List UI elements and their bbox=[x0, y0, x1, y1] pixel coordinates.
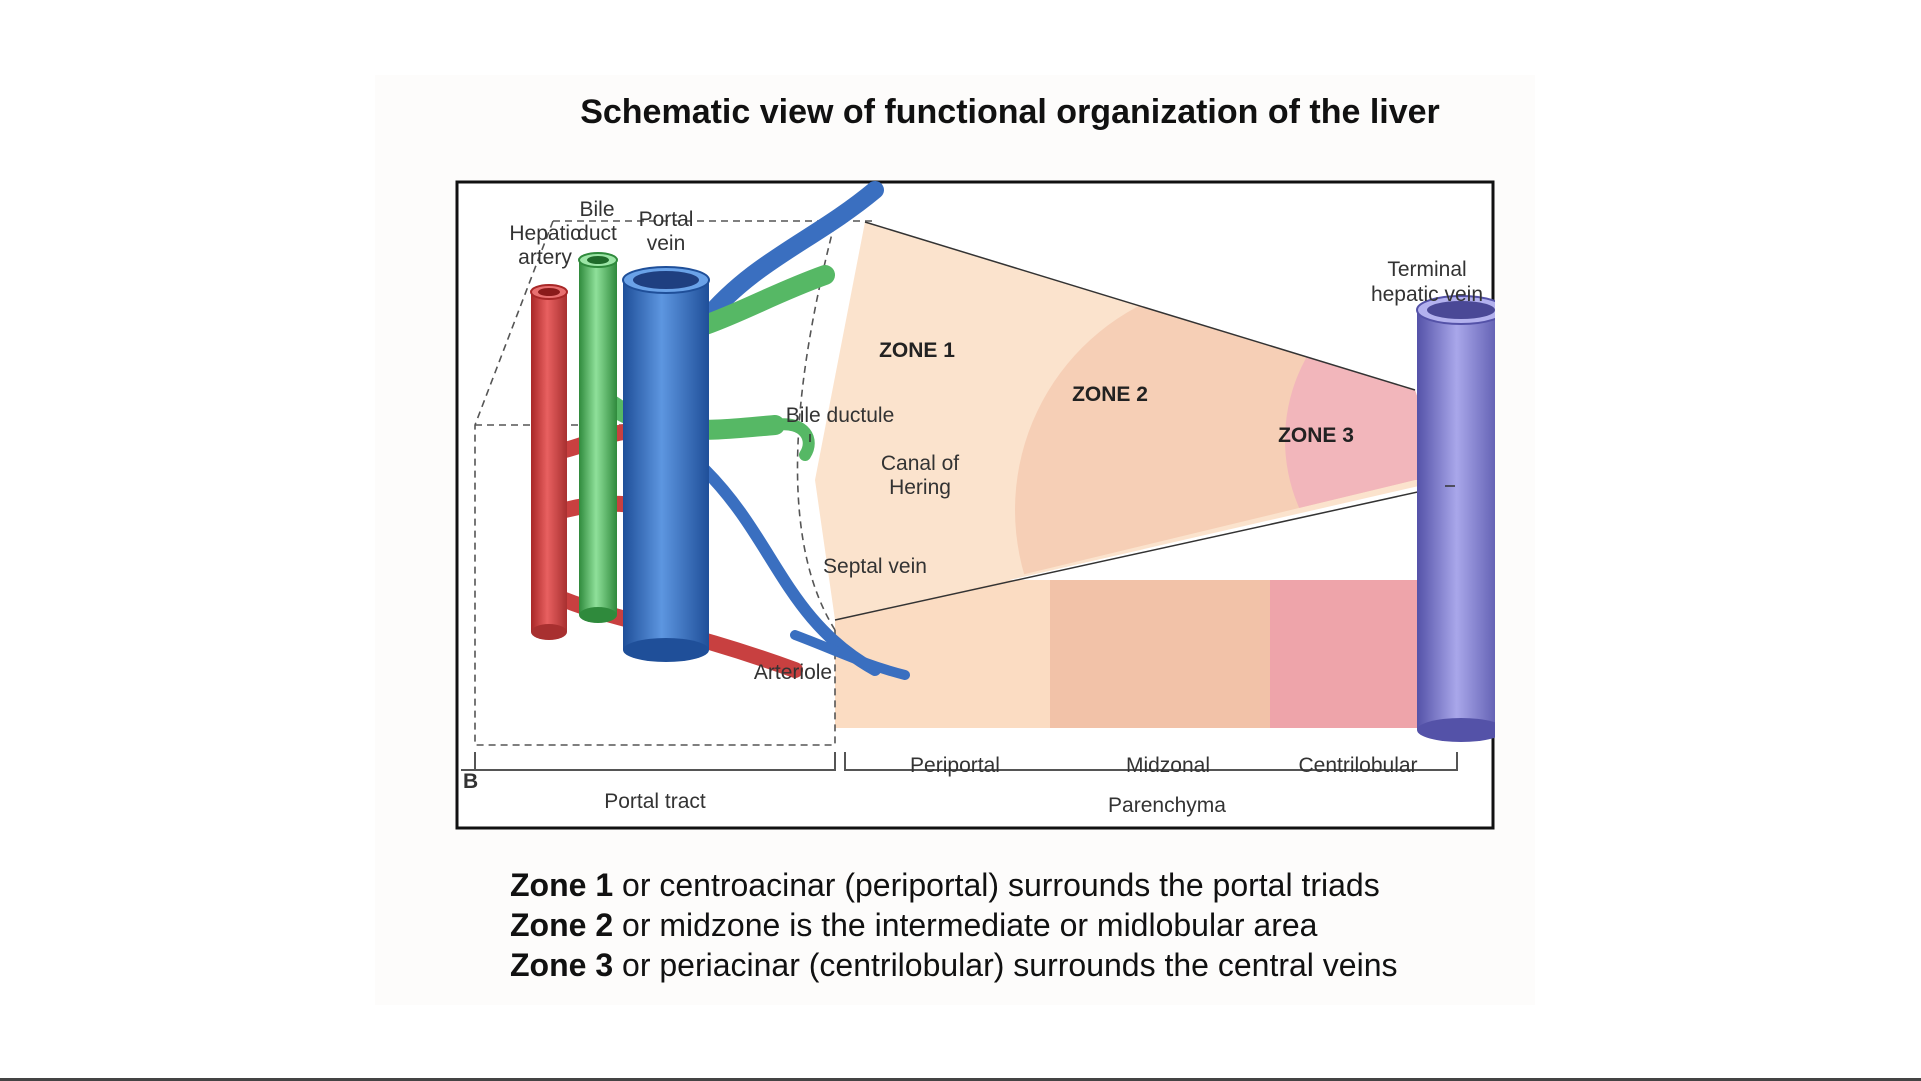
caption-zone3-bold: Zone 3 bbox=[510, 947, 614, 983]
portal-tract-label: Portal tract bbox=[604, 790, 706, 813]
caption-line-2: Zone 2 or midzone is the intermediate or… bbox=[510, 905, 1397, 945]
slide-title: Schematic view of functional organizatio… bbox=[580, 93, 1440, 131]
septal-vein-label: Septal vein bbox=[823, 555, 927, 578]
portal-tract-bracket bbox=[474, 752, 836, 771]
liver-diagram: B Hepatic artery Bile duct Portal vein T… bbox=[455, 180, 1495, 830]
hepatic-artery-label-2: artery bbox=[518, 246, 572, 269]
midzonal-label: Midzonal bbox=[1126, 754, 1210, 777]
caption-line-3: Zone 3 or periacinar (centrilobular) sur… bbox=[510, 945, 1397, 985]
caption: Zone 1 or centroacinar (periportal) surr… bbox=[510, 865, 1397, 985]
bile-duct bbox=[578, 252, 618, 623]
parenchyma-bracket bbox=[844, 752, 1458, 771]
portal-vein-branch-upper bbox=[696, 181, 884, 329]
hepatic-artery bbox=[530, 284, 568, 640]
canal-of-hering-label-1: Canal of bbox=[881, 452, 959, 475]
terminal-hepatic-vein bbox=[1416, 295, 1495, 742]
midzonal-band bbox=[1050, 580, 1270, 728]
zone3-label: ZONE 3 bbox=[1278, 424, 1354, 447]
bile-ductule-label: Bile ductule bbox=[786, 404, 895, 427]
terminal-hepatic-vein-label-1: Terminal bbox=[1387, 258, 1466, 281]
bottom-rule bbox=[0, 1078, 1921, 1081]
hepatic-artery-label-1: Hepatic bbox=[509, 222, 580, 245]
canal-of-hering-label-2: Hering bbox=[889, 476, 951, 499]
portal-vein-label-2: vein bbox=[647, 232, 686, 255]
bile-duct-label-2: duct bbox=[577, 222, 617, 245]
zone2-label: ZONE 2 bbox=[1072, 383, 1148, 406]
parenchyma-label: Parenchyma bbox=[1108, 794, 1226, 817]
terminal-hepatic-vein-label-2: hepatic vein bbox=[1371, 283, 1483, 306]
portal-vein-label-1: Portal bbox=[639, 208, 694, 231]
periportal-label: Periportal bbox=[910, 754, 1000, 777]
caption-zone2-text: or midzone is the intermediate or midlob… bbox=[613, 907, 1318, 943]
caption-zone3-text: or periacinar (centrilobular) surrounds … bbox=[613, 947, 1398, 983]
canal-of-hering bbox=[769, 418, 815, 461]
portal-vein bbox=[622, 266, 710, 662]
centrilobular-label: Centrilobular bbox=[1298, 754, 1417, 777]
corner-mark: B bbox=[463, 770, 478, 793]
caption-zone1-text: or centroacinar (periportal) surrounds t… bbox=[613, 867, 1380, 903]
arteriole-label: Arteriole bbox=[754, 661, 832, 684]
caption-line-1: Zone 1 or centroacinar (periportal) surr… bbox=[510, 865, 1397, 905]
caption-zone1-bold: Zone 1 bbox=[510, 867, 614, 903]
bile-duct-label-1: Bile bbox=[579, 198, 614, 221]
caption-zone2-bold: Zone 2 bbox=[510, 907, 614, 943]
zone1-label: ZONE 1 bbox=[879, 339, 955, 362]
liver-diagram-svg: B Hepatic artery Bile duct Portal vein T… bbox=[455, 180, 1495, 830]
